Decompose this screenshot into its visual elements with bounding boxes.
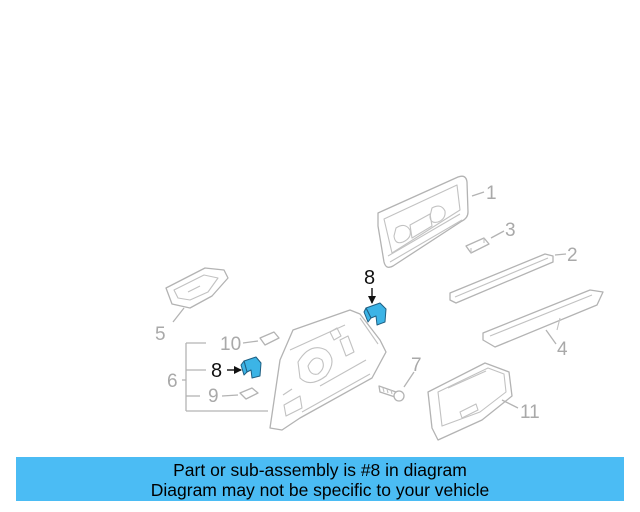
leader-5	[172, 307, 185, 323]
leader-11	[501, 399, 519, 409]
part-2-trim-strip	[449, 253, 554, 304]
callout-3: 3	[505, 220, 516, 241]
part-5-bracket	[165, 267, 229, 309]
callout-8-left: 8	[211, 360, 222, 382]
callout-5: 5	[155, 324, 166, 345]
part-9-clip	[239, 387, 259, 400]
callout-6: 6	[167, 371, 178, 392]
callout-9: 9	[208, 386, 219, 407]
part-6-lower-panel	[269, 309, 387, 431]
banner-line-disclaimer: Diagram may not be specific to your vehi…	[150, 480, 490, 500]
leader-1	[471, 191, 485, 197]
callout-2: 2	[567, 245, 578, 266]
callout-10: 10	[220, 334, 241, 355]
leader-3	[490, 230, 505, 239]
leader-4	[545, 329, 557, 345]
part-1-control-panel	[377, 175, 469, 268]
part-8-bracket-upper	[363, 302, 387, 326]
callout-11: 11	[520, 402, 540, 423]
part-3-switch	[465, 237, 490, 254]
part-4-long-panel	[482, 289, 604, 348]
callout-8-top: 8	[364, 267, 375, 289]
info-banner: Part or sub-assembly is #8 in diagram Di…	[16, 457, 624, 501]
leader-7	[403, 371, 415, 388]
group-6-bracket	[182, 342, 268, 412]
callout-1: 1	[486, 183, 497, 204]
part-10-clip	[259, 331, 280, 346]
callout-7: 7	[411, 355, 422, 376]
leader-10	[242, 340, 259, 344]
callout-4: 4	[557, 339, 568, 360]
part-8-bracket-left	[240, 356, 262, 379]
part-11-glove-box	[427, 362, 513, 441]
banner-line-part-info: Part or sub-assembly is #8 in diagram	[173, 460, 467, 480]
leader-2	[554, 253, 567, 256]
leader-9	[221, 394, 239, 397]
part-7-screw	[378, 385, 405, 402]
